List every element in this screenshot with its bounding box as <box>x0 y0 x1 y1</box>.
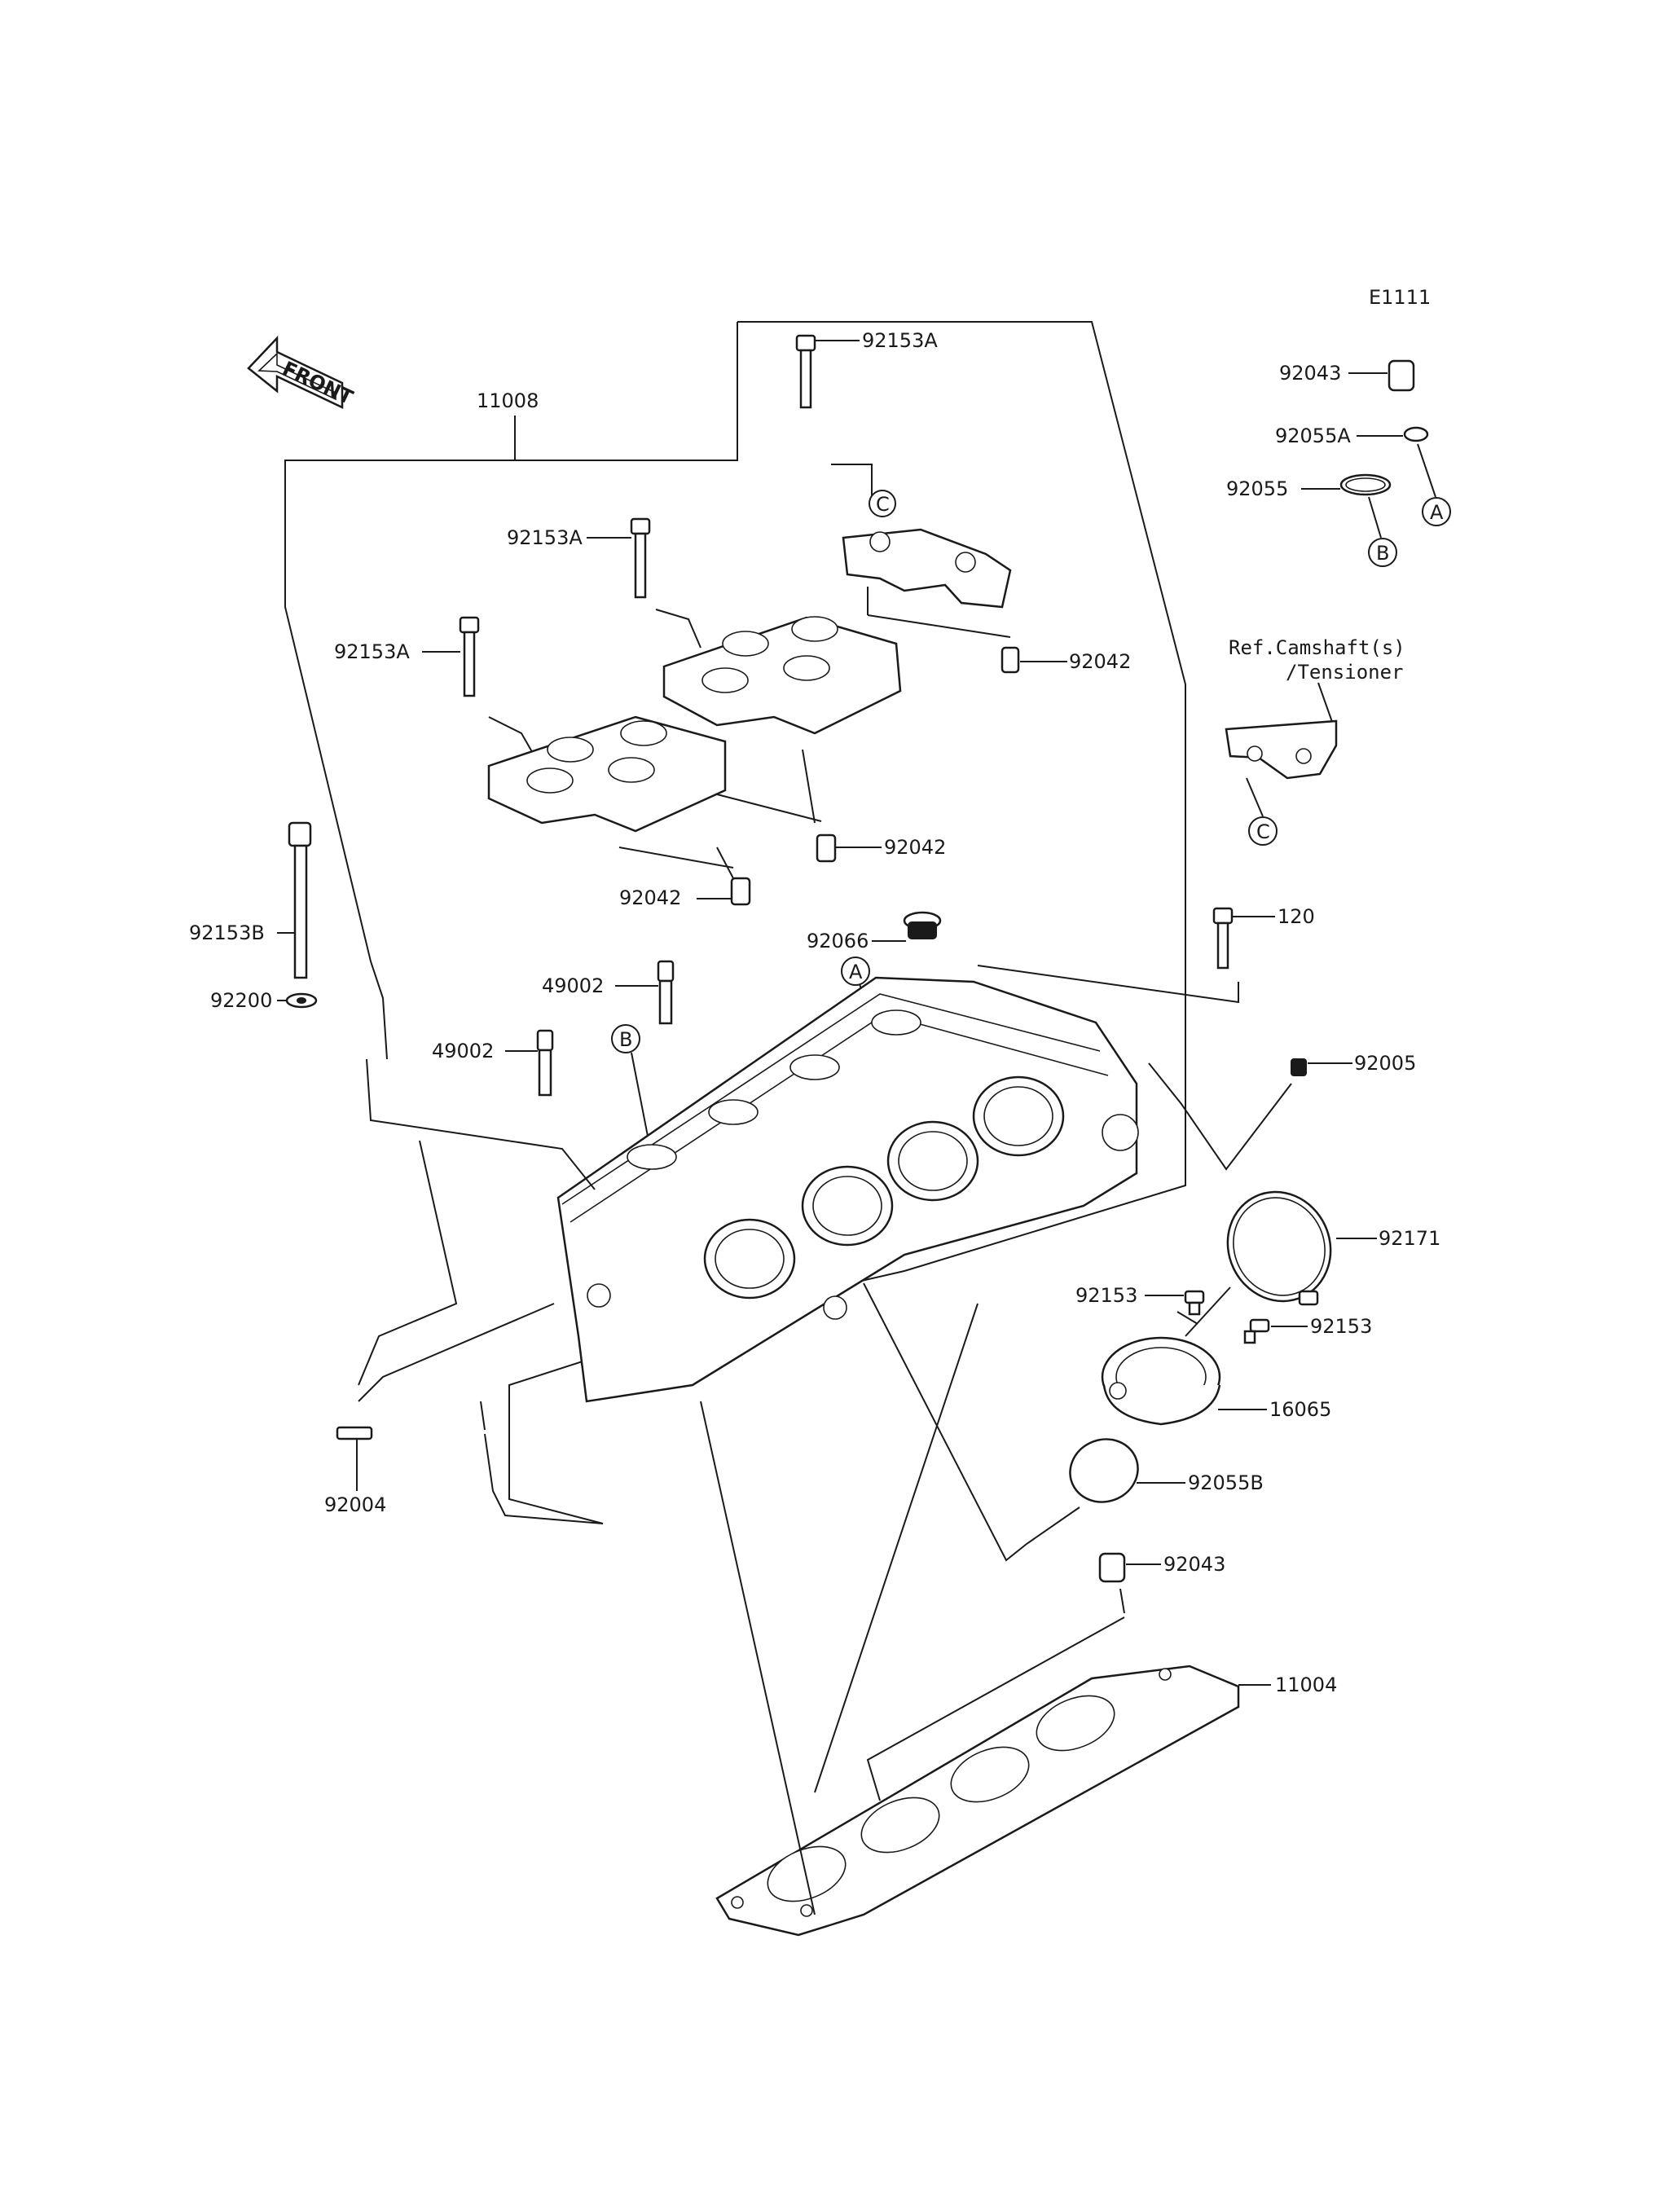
part-label-92004: 92004 <box>324 1493 386 1516</box>
bolt-92153A-top <box>795 334 860 409</box>
leader-lines-left <box>358 1058 604 1524</box>
svg-text:C: C <box>1256 820 1270 843</box>
part-label-92153A-left: 92153A <box>334 640 410 663</box>
part-label-92042-mid: 92042 <box>884 836 946 859</box>
callout-a-head: A <box>841 957 873 1019</box>
part-label-92005: 92005 <box>1354 1052 1416 1075</box>
leader-lines-gasket <box>700 1303 979 1915</box>
assembly-boundary <box>284 321 1186 1524</box>
bolt-92153B <box>277 821 312 979</box>
dowel-92043-bottom <box>1098 1552 1161 1614</box>
valve-guide-49002-upper <box>615 960 675 1025</box>
part-label-49002-lower: 49002 <box>432 1040 494 1062</box>
part-label-11004: 11004 <box>1275 1673 1337 1696</box>
svg-text:A: A <box>1430 501 1444 524</box>
part-label-120: 120 <box>1278 905 1315 928</box>
part-label-92055A: 92055A <box>1275 424 1351 447</box>
camshaft-cap-small <box>831 464 1067 674</box>
part-label-92153-right: 92153 <box>1310 1315 1372 1338</box>
part-label-92043-top: 92043 <box>1279 362 1341 385</box>
part-label-92153-left: 92153 <box>1075 1284 1137 1307</box>
part-label-92153B: 92153B <box>189 921 265 944</box>
callout-a-ring: A <box>1422 497 1451 526</box>
holder-16065 <box>1101 1286 1267 1426</box>
oring-92055 <box>1301 473 1392 539</box>
oring-92055B <box>1069 1438 1185 1503</box>
stud-92004 <box>336 1426 373 1491</box>
part-label-92153A-top: 92153A <box>862 329 938 352</box>
clamp-92171 <box>1226 1190 1377 1306</box>
plug-92066 <box>872 911 942 942</box>
bolt-120 <box>977 907 1275 1004</box>
washer-92200 <box>277 992 318 1009</box>
svg-text:B: B <box>619 1028 632 1051</box>
part-label-92043-bottom: 92043 <box>1163 1553 1225 1576</box>
bolt-92153A-mid <box>587 517 651 599</box>
oring-92055A <box>1357 426 1436 498</box>
svg-text:B: B <box>1376 542 1389 565</box>
front-arrow-icon: FRONT <box>247 335 357 409</box>
svg-text:A: A <box>849 961 863 983</box>
reference-note-line1: Ref.Camshaft(s) <box>1229 636 1405 659</box>
bolt-92153A-left <box>422 616 480 697</box>
callout-b-ring: B <box>1368 538 1397 567</box>
callout-b-head: B <box>611 1024 653 1158</box>
part-label-11008: 11008 <box>477 389 539 412</box>
callout-c-ref: C <box>1248 816 1278 846</box>
part-label-92171: 92171 <box>1379 1227 1440 1250</box>
part-label-92042-left: 92042 <box>619 886 681 909</box>
part-label-92055: 92055 <box>1226 477 1288 500</box>
reference-note-line2: /Tensioner <box>1286 661 1404 684</box>
dowel-92043-top <box>1348 359 1415 392</box>
cylinder-head <box>556 976 1139 1403</box>
part-label-49002-upper: 49002 <box>542 974 604 997</box>
part-label-92066: 92066 <box>807 930 869 952</box>
part-label-92200: 92200 <box>210 989 272 1012</box>
screw-92153-right <box>1243 1318 1308 1344</box>
camshaft-cap-upper <box>655 609 902 863</box>
plug-92005 <box>1148 1058 1352 1171</box>
part-label-92153A-mid: 92153A <box>507 526 583 549</box>
leader-head-to-holder <box>863 1282 1080 1562</box>
part-label-92055B: 92055B <box>1188 1471 1264 1494</box>
diagram-code: E1111 <box>1369 286 1431 309</box>
part-label-16065: 16065 <box>1269 1398 1331 1421</box>
valve-guide-49002-lower <box>505 1029 554 1097</box>
svg-text:C: C <box>876 493 890 516</box>
callout-c-cap: C <box>869 490 896 517</box>
part-label-92042-right: 92042 <box>1069 650 1131 673</box>
camshaft-cap-lower <box>487 715 751 906</box>
screw-92153-left <box>1145 1290 1205 1316</box>
head-gasket-11004 <box>715 1616 1271 1937</box>
tensioner-bracket <box>1225 719 1338 817</box>
